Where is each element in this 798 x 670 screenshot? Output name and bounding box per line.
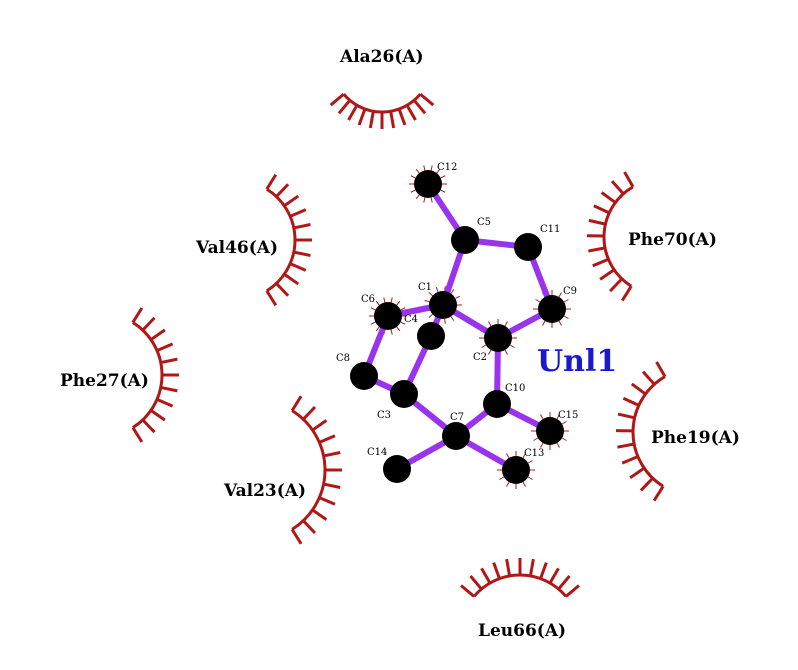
atom-label-c10: C10 <box>505 383 525 394</box>
atom-spikes-c12 <box>409 165 447 203</box>
atom-c11 <box>514 233 542 261</box>
hydrophobic-arc-phe27-a <box>131 307 179 443</box>
atom-c8 <box>350 362 378 390</box>
residue-labels: Ala26(A) Val46(A) Phe70(A) Phe27(A) Phe19(A)… <box>60 47 740 641</box>
atom-label-c3: C3 <box>377 410 391 421</box>
atom-label-c5: C5 <box>477 217 491 228</box>
residue-label-leu66-a: Leu66(A) <box>478 621 566 641</box>
hydrophobic-arc-ala26-a <box>329 92 435 129</box>
atom-c5 <box>451 226 479 254</box>
atom-label-c6: C6 <box>361 294 375 305</box>
atom-c10 <box>483 390 511 418</box>
hydrophobic-arc-phe19-a <box>615 361 667 502</box>
ligand-name-label: Unl1 <box>537 344 617 379</box>
hydrophobic-arc-val23-a <box>290 395 342 545</box>
atom-label-c15: C15 <box>558 410 578 421</box>
residue-label-ala26-a: Ala26(A) <box>339 47 424 67</box>
atom-label-c13: C13 <box>524 448 544 459</box>
atom-c14 <box>383 455 411 483</box>
atom-spikes-c15 <box>531 412 569 450</box>
atom-label-c11: C11 <box>540 224 560 235</box>
atom-label-c2: C2 <box>473 352 487 363</box>
hydrophobic-arc-val46-a <box>265 173 312 307</box>
ligand-atoms <box>350 170 566 484</box>
hydrophobic-contacts <box>131 92 667 598</box>
atom-c4 <box>417 322 445 350</box>
atom-label-c14: C14 <box>367 447 387 458</box>
atom-c3 <box>390 380 418 408</box>
atom-c9 <box>538 295 566 323</box>
hydrophobic-arc-leu66-a <box>460 558 580 598</box>
atom-c6 <box>374 302 402 330</box>
residue-label-val23-a: Val23(A) <box>223 481 306 501</box>
atom-c12 <box>414 170 442 198</box>
atom-label-c4: C4 <box>404 314 418 325</box>
hydrophobic-arc-phe70-a <box>586 171 635 302</box>
atom-label-c1: C1 <box>418 282 432 293</box>
atom-label-c8: C8 <box>336 353 350 364</box>
residue-label-phe19-a: Phe19(A) <box>651 428 740 448</box>
residue-label-val46-a: Val46(A) <box>195 238 278 258</box>
atom-c7 <box>442 422 470 450</box>
residue-label-phe27-a: Phe27(A) <box>60 371 149 391</box>
atom-label-c9: C9 <box>563 286 577 297</box>
atom-c2 <box>484 324 512 352</box>
residue-label-phe70-a: Phe70(A) <box>628 230 717 250</box>
atom-label-c7: C7 <box>450 412 464 423</box>
atom-label-c12: C12 <box>437 162 457 173</box>
atom-c13 <box>502 456 530 484</box>
atom-c15 <box>536 417 564 445</box>
atom-c1 <box>429 291 457 319</box>
